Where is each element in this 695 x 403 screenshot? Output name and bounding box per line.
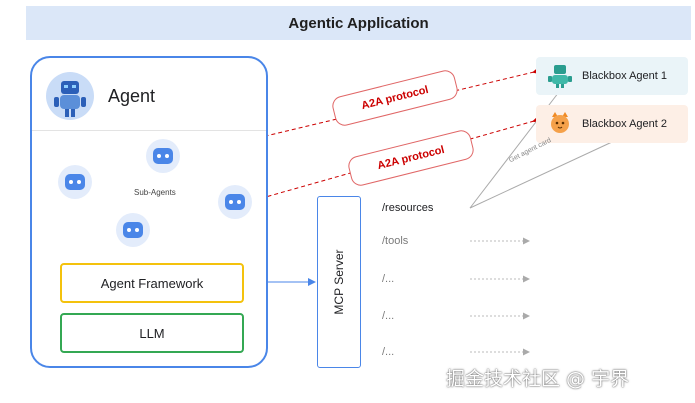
application-title-bar: Agentic Application xyxy=(26,6,691,40)
blackbox-agent-label: Blackbox Agent 2 xyxy=(582,118,668,130)
resource-item: /tools xyxy=(382,235,409,247)
agent-framework-label: Agent Framework xyxy=(100,275,204,291)
agent-robot-icon xyxy=(46,72,94,120)
get-card-line xyxy=(469,141,613,209)
resource-item: /resources xyxy=(382,202,434,214)
sub-agent-bot-icon xyxy=(218,185,252,219)
llm-label: LLM xyxy=(139,325,165,341)
resource-item: /... xyxy=(382,310,395,322)
agent-framework-box: Agent Framework xyxy=(60,263,244,303)
blackbox-cat-icon xyxy=(551,112,569,133)
sub-agent-bot-icon xyxy=(116,213,150,247)
mcp-server-box: MCP Server xyxy=(317,196,361,368)
blackbox-robot-icon xyxy=(548,65,572,88)
blackbox-agent-card: Blackbox Agent 2 xyxy=(536,105,688,143)
llm-box: LLM xyxy=(60,313,244,353)
application-title: Agentic Application xyxy=(288,14,429,32)
agent-container: Agent Agent Framework LLM xyxy=(30,56,268,368)
sub-agent-bot-icon xyxy=(146,139,180,173)
resource-item: /... xyxy=(382,346,395,358)
mcp-server-label: MCP Server xyxy=(332,249,346,315)
sub-agent-bot-icon xyxy=(58,165,92,199)
blackbox-agent-label: Blackbox Agent 1 xyxy=(582,70,668,82)
agent-title: Agent xyxy=(108,86,156,106)
agent-header-divider xyxy=(32,130,266,131)
sub-agents-label: Sub-Agents xyxy=(134,188,176,197)
watermark-text: 掘金技术社区 @ 宇界 xyxy=(446,368,630,390)
resource-item: /... xyxy=(382,273,395,285)
blackbox-agent-card: Blackbox Agent 1 xyxy=(536,57,688,95)
